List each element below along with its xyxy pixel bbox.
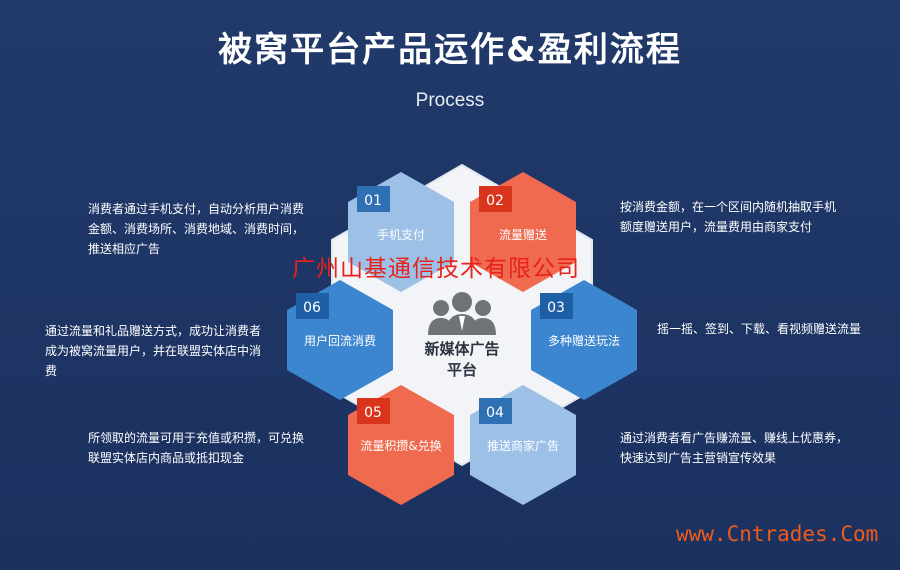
step-06-description: 通过流量和礼品赠送方式，成功让消费者 成为被窝流量用户，并在联盟实体店中消 费 [45,321,261,381]
step-04-hexagon: 04 推送商家广告 [470,385,576,505]
company-watermark: 广州山基通信技术有限公司 [292,256,580,282]
step-05-label: 流量积攒&兑换 [360,439,441,453]
step-02-hexagon: 02 流量赠送 [470,172,576,292]
step-05-description: 所领取的流量可用于充值或积攒，可兑换 联盟实体店内商品或抵扣现金 [88,428,304,468]
step-03-description: 摇一摇、签到、下载、看视频赠送流量 [657,319,861,339]
desc-line: 推送相应广告 [88,242,161,256]
step-06-hexagon: 06 用户回流消费 [287,280,393,400]
desc-line: 联盟实体店内商品或抵扣现金 [88,451,245,465]
step-01-description: 消费者通过手机支付，自动分析用户消费 金额、消费场所、消费地域、消费时间， 推送… [88,199,304,259]
step-03-number: 03 [547,300,565,316]
step-01-hexagon: 01 手机支付 [348,172,454,292]
center-label-line2: 平台 [447,361,477,379]
step-05-number: 05 [364,405,382,421]
desc-line: 金额、消费场所、消费地域、消费时间， [88,222,305,236]
step-04-number: 04 [486,405,504,421]
page-subtitle: Process [415,90,485,111]
step-04-label: 推送商家广告 [487,438,559,453]
users-group-icon [428,292,496,335]
desc-line: 消费者通过手机支付，自动分析用户消费 [88,202,305,216]
step-01-label: 手机支付 [377,228,425,242]
center-label-line1: 新媒体广告 [424,340,499,358]
desc-line: 通过流量和礼品赠送方式，成功让消费者 [45,324,262,338]
desc-line: 费 [45,364,58,378]
step-04-description: 通过消费者看广告赚流量、赚线上优惠券， 快速达到广告主营销宣传效果 [620,428,848,468]
step-03-hexagon: 03 多种赠送玩法 [531,280,637,400]
step-01-number: 01 [364,193,382,209]
step-03-label: 多种赠送玩法 [548,333,620,348]
desc-line: 成为被窝流量用户，并在联盟实体店中消 [45,344,262,358]
desc-line: 通过消费者看广告赚流量、赚线上优惠券， [620,431,849,445]
step-02-label: 流量赠送 [499,227,547,242]
step-06-label: 用户回流消费 [304,333,376,348]
step-02-number: 02 [486,193,504,209]
desc-line: 摇一摇、签到、下载、看视频赠送流量 [657,322,862,336]
url-watermark: www.Cntrades.Com [676,522,879,546]
desc-line: 按消费金额，在一个区间内随机抽取手机 [620,200,837,214]
step-06-number: 06 [303,300,321,316]
step-05-hexagon: 05 流量积攒&兑换 [348,385,454,505]
page-title: 被窝平台产品运作&盈利流程 [218,30,682,70]
desc-line: 快速达到广告主营销宣传效果 [620,451,777,465]
desc-line: 额度赠送用户，流量费用由商家支付 [620,220,813,234]
step-02-description: 按消费金额，在一个区间内随机抽取手机 额度赠送用户，流量费用由商家支付 [620,197,836,237]
desc-line: 所领取的流量可用于充值或积攒，可兑换 [88,431,305,445]
